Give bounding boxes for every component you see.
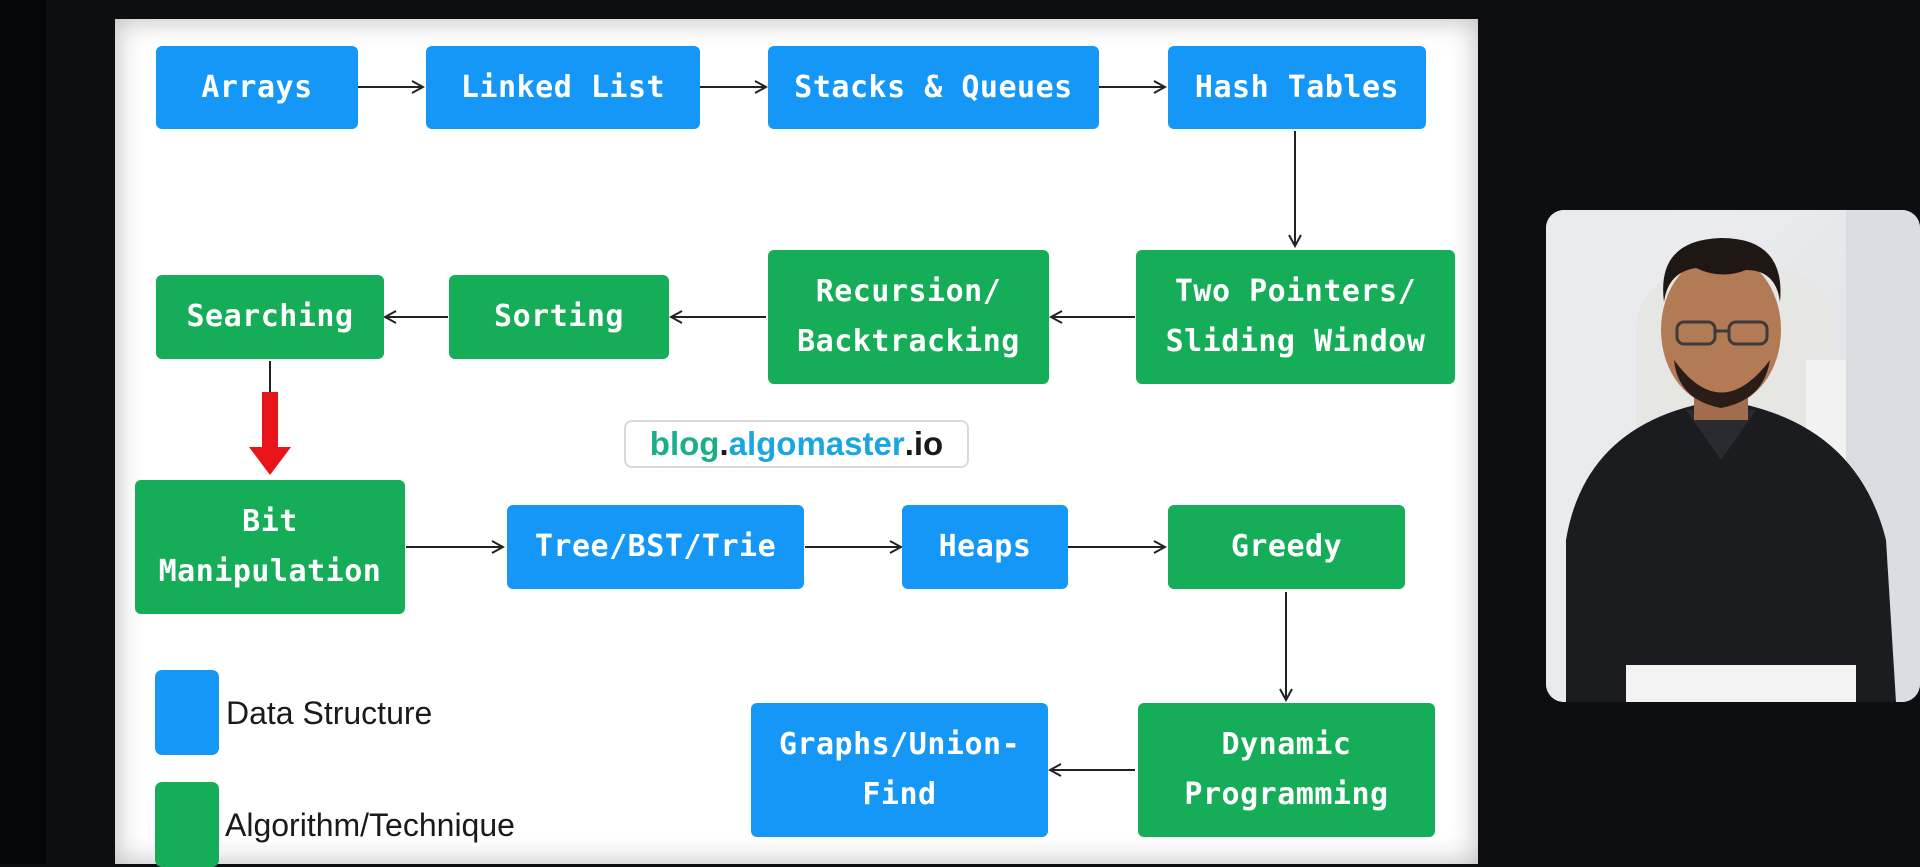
node-hash-tables: Hash Tables: [1168, 46, 1426, 129]
node-sorting: Sorting: [449, 275, 669, 359]
watermark-dot-1: .: [719, 425, 729, 462]
legend-label-data-structure: Data Structure: [226, 695, 433, 731]
node-graphs-union-find: Graphs/Union- Find: [751, 703, 1048, 837]
node-dynamic-programming: Dynamic Programming: [1138, 703, 1435, 837]
node-greedy: Greedy: [1168, 505, 1405, 589]
node-bit-manipulation: Bit Manipulation: [135, 480, 405, 614]
watermark-algomaster: algomaster: [728, 425, 905, 462]
node-stacks-queues: Stacks & Queues: [768, 46, 1099, 129]
node-arrays: Arrays: [156, 46, 358, 129]
roadmap-slide: Arrays Linked List Stacks & Queues Hash …: [115, 19, 1478, 867]
node-recursion-backtracking: Recursion/ Backtracking: [768, 250, 1049, 384]
legend-swatch-algorithm: [155, 782, 219, 867]
presenter-video-icon: [1546, 210, 1920, 702]
watermark-dot-2: .: [904, 425, 914, 462]
watermark-io: io: [913, 425, 944, 462]
highlight-arrow: [249, 392, 291, 475]
node-searching: Searching: [156, 275, 384, 359]
left-edge-strip: [0, 0, 46, 864]
node-linked-list: Linked List: [426, 46, 700, 129]
blog-watermark: blog.algomaster.io: [624, 420, 969, 468]
node-two-pointers-sliding-window: Two Pointers/ Sliding Window: [1136, 250, 1455, 384]
flow-arrows: [249, 19, 1478, 864]
node-tree-bst-trie: Tree/BST/Trie: [507, 505, 804, 589]
legend-swatch-data-structure: [155, 670, 219, 755]
legend-label-algorithm: Algorithm/Technique: [225, 807, 515, 843]
watermark-blog: blog: [649, 425, 720, 462]
presenter-webcam: [1546, 210, 1920, 702]
node-heaps: Heaps: [902, 505, 1068, 589]
